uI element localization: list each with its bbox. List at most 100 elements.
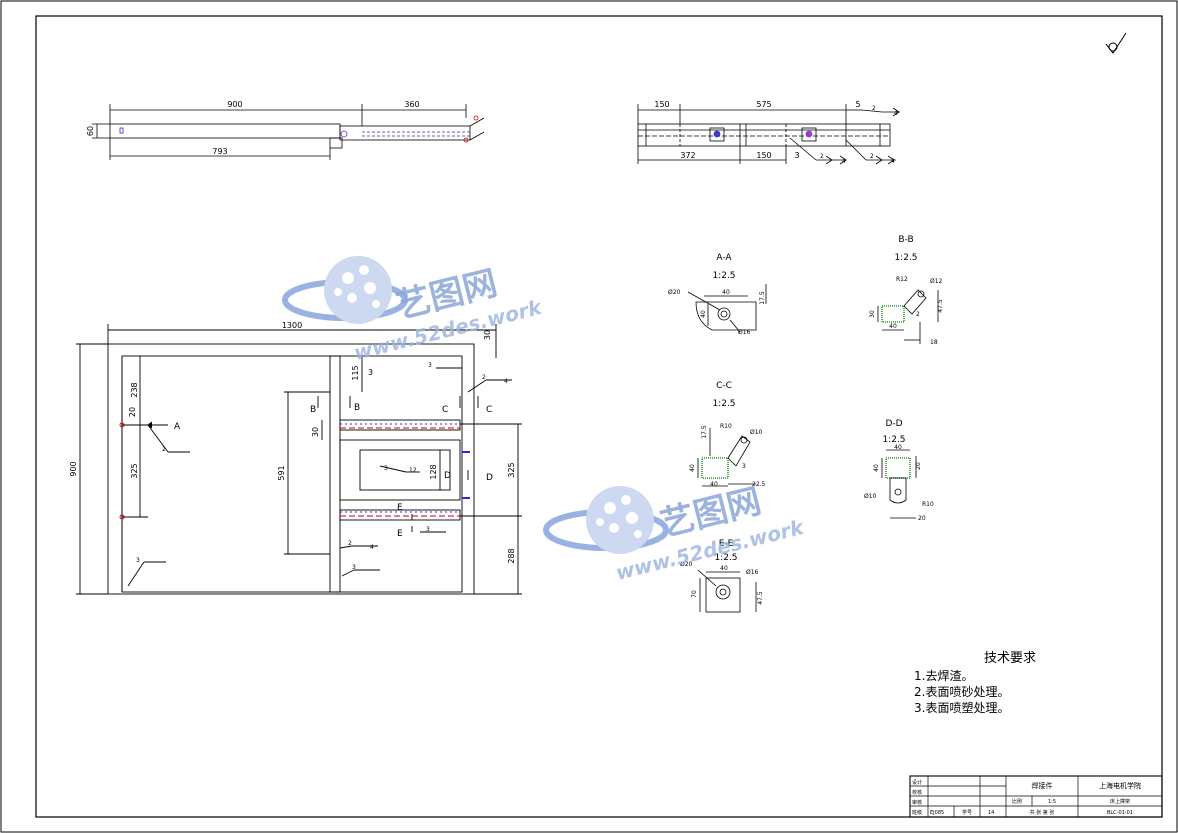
bb-dim-2: 2 <box>916 311 920 318</box>
dim-360-top: 360 <box>404 100 419 109</box>
dim-20: 20 <box>128 407 137 417</box>
side-view <box>637 104 900 165</box>
tech-req-item-1: 1.去焊渣。 <box>914 668 973 683</box>
bb-dim-30: 30 <box>869 310 876 318</box>
dim-115: 115 <box>351 365 360 380</box>
tb-scale-value: 1:5 <box>1048 799 1056 805</box>
watermark-logo-1 <box>282 256 408 324</box>
tb-row-check: 校核 <box>912 789 922 796</box>
weld-3-h: 3 <box>426 526 430 533</box>
section-ee-scale: 1:2.5 <box>714 553 737 563</box>
tb-part-name: 焊接件 <box>1032 781 1053 790</box>
drawing-frame <box>35 15 1163 818</box>
section-bb <box>877 289 939 344</box>
dim-793-top: 793 <box>212 147 227 156</box>
dim-30-plan: 30 <box>483 330 492 340</box>
cc-dim-phi10: Ø10 <box>750 429 763 436</box>
section-aa-scale: 1:2.5 <box>712 271 735 281</box>
dim-150-side: 150 <box>654 100 669 109</box>
section-label-b-right: B <box>354 403 360 413</box>
weld-4-side-a: 4 <box>894 110 898 117</box>
tb-id-value: 14 <box>988 810 994 816</box>
tb-school: 上海电机学院 <box>1099 781 1141 790</box>
section-label-e-top: E <box>397 503 403 513</box>
cc-dim-3: 3 <box>742 463 746 470</box>
weld-3-b: 3 <box>136 557 140 564</box>
dim-325: 325 <box>130 463 139 478</box>
weld-2-c: 2 <box>482 374 486 381</box>
tb-scale-label: 比例 <box>1012 798 1022 805</box>
dim-238: 238 <box>130 382 139 397</box>
dim-150b-side: 150 <box>756 151 771 160</box>
weld-2-f: 2 <box>348 540 352 547</box>
section-bb-title: B-B <box>898 235 913 245</box>
section-dd <box>881 449 917 519</box>
section-label-d-left: D <box>444 471 451 481</box>
watermark-logo-2 <box>543 486 669 554</box>
ee-dim-phi16: Ø16 <box>746 569 759 576</box>
section-aa <box>687 284 767 333</box>
weld-3-d: 3 <box>428 362 432 369</box>
ee-dim-40: 40 <box>720 565 728 572</box>
weld-4-side-c: 4 <box>891 158 895 165</box>
weld-4-side-b: 4 <box>842 158 846 165</box>
top-view <box>92 104 485 160</box>
dd-dim-40: 40 <box>894 444 902 451</box>
dim-5-side: 5 <box>855 100 860 109</box>
section-label-c-right: C <box>486 405 492 415</box>
bb-dim-r12: R12 <box>896 276 908 283</box>
tech-req-title: 技术要求 <box>984 651 1036 666</box>
ee-dim-70: 70 <box>691 590 698 598</box>
dd-dim-20: 20 <box>918 515 926 522</box>
tb-class-value: EJ085 <box>930 810 944 816</box>
ee-dim-47-5: 47.5 <box>757 591 764 605</box>
weld-4-c: 4 <box>504 378 508 385</box>
aa-dim-17-5: 17.5 <box>759 291 766 305</box>
cc-dim-17-5: 17.5 <box>701 425 708 439</box>
section-label-a: A <box>174 422 181 432</box>
dim-60-top: 60 <box>86 126 95 136</box>
section-dd-scale: 1:2.5 <box>882 435 905 445</box>
dim-591: 591 <box>277 465 286 480</box>
section-label-e-bottom: E <box>397 529 403 539</box>
dim-900-plan: 900 <box>69 461 78 476</box>
cc-dim-r10: R10 <box>720 423 732 430</box>
section-cc-title: C-C <box>716 381 732 391</box>
section-ee <box>697 569 757 613</box>
tb-row-review: 审核 <box>912 799 922 806</box>
cc-dim-22-5: 22.5 <box>752 481 766 488</box>
aa-dim-40: 40 <box>722 289 730 296</box>
roughness-symbol-icon <box>1105 32 1127 54</box>
bb-dim-40: 40 <box>889 323 897 330</box>
dim-900-top: 900 <box>227 100 242 109</box>
ee-dim-phi20: Ø20 <box>680 561 693 568</box>
weld-2-side-b: 2 <box>820 153 824 160</box>
tech-req-item-2: 2.表面喷砂处理。 <box>914 685 1009 699</box>
tech-req-item-3: 3.表面喷塑处理。 <box>914 700 1009 715</box>
tb-id-label: 学号 <box>962 809 972 816</box>
dim-372-side: 372 <box>680 151 695 160</box>
section-label-d-right: D <box>486 473 493 483</box>
section-bb-scale: 1:2.5 <box>894 253 917 263</box>
dim-288: 288 <box>507 548 516 563</box>
cc-dim-40v: 40 <box>689 464 696 472</box>
section-label-b-left: B <box>310 405 316 415</box>
dd-dim-20v: 20 <box>915 462 922 470</box>
tb-row-design: 设计 <box>912 779 922 786</box>
dim-1300: 1300 <box>282 321 302 330</box>
dim-325b: 325 <box>507 462 516 477</box>
title-block <box>909 775 1163 818</box>
section-cc-scale: 1:2.5 <box>712 399 735 409</box>
section-label-c-left: C <box>442 405 448 415</box>
dd-dim-40v: 40 <box>873 464 880 472</box>
dim-30b: 30 <box>311 427 320 437</box>
section-ee-title: E-E <box>719 539 734 549</box>
bb-dim-47-5: 47.5 <box>937 299 944 313</box>
weld-4-f: 4 <box>370 544 374 551</box>
dim-575-side: 575 <box>756 100 771 109</box>
dd-dim-phi10: Ø10 <box>864 493 877 500</box>
tb-sheet-label: 共 张 第 张 <box>1030 809 1055 816</box>
aa-dim-40v: 40 <box>700 310 707 318</box>
weld-3-e: 3 <box>384 465 388 472</box>
